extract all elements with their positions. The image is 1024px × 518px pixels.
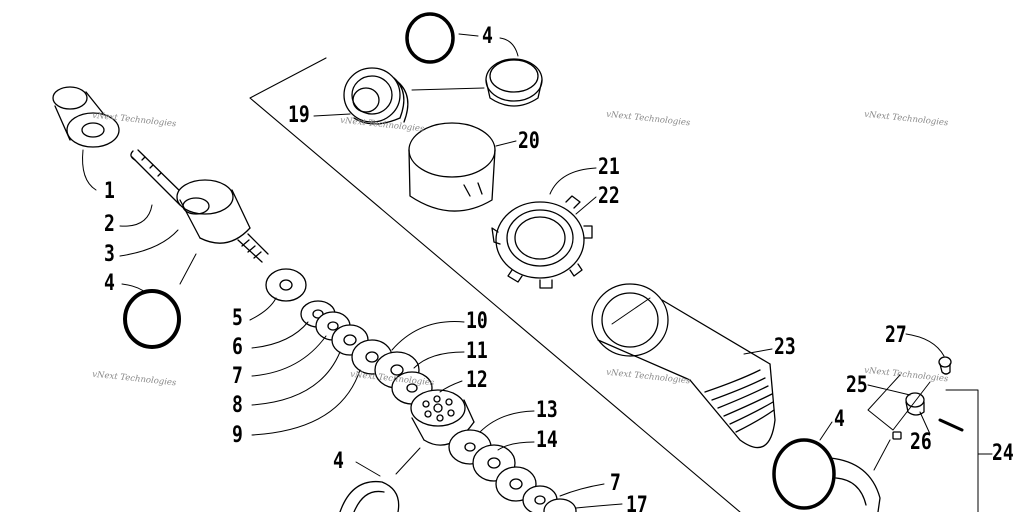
callout-number: 7 (232, 364, 243, 389)
callout-number: 21 (598, 155, 620, 180)
part-5-washer (265, 268, 307, 302)
callout-number: 8 (232, 393, 243, 418)
callout-number: 4 (333, 449, 344, 474)
callout-number: 26 (910, 430, 932, 455)
callout-number: 19 (288, 103, 310, 128)
callout-number: 3 (104, 242, 115, 267)
group-outline (249, 57, 741, 512)
callout-number: 9 (232, 423, 243, 448)
part-4-o-ring-top (405, 12, 455, 64)
parts-25-27-valve (867, 356, 964, 440)
callout-number: 17 (626, 493, 648, 518)
shim-stack-13-17 (448, 429, 577, 512)
callout-number: 4 (482, 24, 493, 49)
callout-number: 20 (518, 129, 540, 154)
callout-number: 4 (104, 271, 115, 296)
leader-lines (82, 33, 993, 512)
part-4-lower-band (339, 480, 400, 512)
part-2-3-shaft-eyelet (130, 149, 269, 263)
part-4-wear-band (485, 58, 543, 107)
part-19-seal-head (343, 12, 455, 125)
part-12-piston (410, 389, 475, 446)
callout-number: 11 (466, 339, 488, 364)
callout-number: 14 (536, 428, 558, 453)
callout-number: 1 (104, 179, 115, 204)
callout-number: 5 (232, 306, 243, 331)
callout-number: 2 (104, 212, 115, 237)
part-4-o-ring (123, 289, 181, 349)
shim-stack-6-9 (300, 300, 433, 405)
callout-number: 24 (992, 441, 1014, 466)
callout-number: 23 (774, 335, 796, 360)
part-23-shock-body (591, 283, 776, 449)
part-4-reservoir-oring (772, 438, 881, 512)
callout-number: 7 (610, 471, 621, 496)
callout-number: 6 (232, 335, 243, 360)
callout-number: 13 (536, 398, 558, 423)
callout-number: 10 (466, 309, 488, 334)
callout-number: 27 (885, 323, 907, 348)
callout-number: 4 (834, 407, 845, 432)
callout-number: 25 (846, 373, 868, 398)
part-1-bushing (52, 86, 120, 148)
callout-number: 12 (466, 368, 488, 393)
part-21-22-spanner-nut (491, 195, 593, 289)
part-20-sleeve (408, 122, 496, 212)
callout-number: 22 (598, 184, 620, 209)
